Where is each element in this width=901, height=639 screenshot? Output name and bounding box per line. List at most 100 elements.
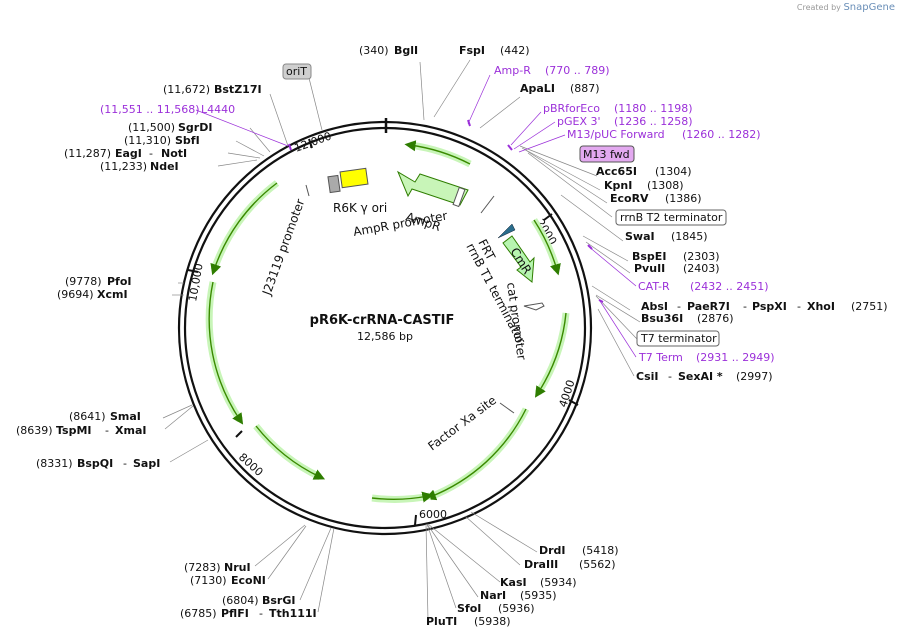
site-acc65i-pos: (1304)	[655, 165, 692, 178]
site-bspei-name: BspEI	[632, 250, 666, 263]
site-nrui-name: NruI	[224, 561, 251, 574]
site-absi-name: AbsI	[641, 300, 668, 313]
t7term-box	[636, 330, 720, 347]
snapgene-logo-text: SnapGene	[843, 2, 895, 13]
site-labels-top: (340) BglI FspI (442) Amp-R (770 .. 789)…	[359, 44, 761, 141]
primer-pbrforeco-range: (1180 .. 1198)	[614, 102, 693, 115]
r6k-ori-feature: R6K γ ori	[327, 167, 387, 215]
primer-ampr-range: (770 .. 789)	[545, 64, 610, 77]
site-pspxi-name: PspXI	[752, 300, 787, 313]
primer-l4440-name: L4440	[201, 103, 235, 116]
site-tth111i-name: Tth111I	[269, 607, 317, 620]
snapgene-branding: Created by SnapGene	[797, 2, 895, 13]
site-xcmi-pos: (9694)	[57, 288, 94, 301]
site-draiii-name: DraIII	[524, 558, 558, 571]
site-kpni-name: KpnI	[604, 179, 632, 192]
j23119-label: J23119 promoter	[259, 197, 307, 298]
site-xhoi-name: XhoI	[807, 300, 835, 313]
primer-marks	[288, 119, 604, 303]
site-sexai-name: SexAI *	[678, 370, 723, 383]
site-fspi-name: FspI	[459, 44, 485, 57]
ruler-label-10000: 10,000	[186, 262, 205, 302]
site-pfoi-name: PfoI	[107, 275, 132, 288]
rrnb-t2-label: rrnB T2 terminator	[620, 211, 723, 224]
site-xcmi-name: XcmI	[97, 288, 128, 301]
site-labels-right: Acc65I (1304) KpnI (1308) EcoRV (1386) S…	[596, 165, 888, 383]
primer-pbrforeco-name: pBRforEco	[543, 102, 600, 115]
site-kpni-pos: (1308)	[647, 179, 684, 192]
site-pflfi-name: PflFI	[221, 607, 249, 620]
site-bsu36i-pos: (2876)	[697, 312, 734, 325]
orit-box	[282, 63, 312, 80]
primer-t7term-name: T7 Term	[638, 351, 683, 364]
svg-text:-: -	[123, 457, 127, 470]
site-drdi-pos: (5418)	[582, 544, 619, 557]
site-sexai-pos: (2997)	[736, 370, 773, 383]
site-tspmi-name: TspMI	[56, 424, 92, 437]
site-bstz17i-pos: (11,672)	[163, 83, 210, 96]
site-fspi-pos: (442)	[500, 44, 530, 57]
site-bspqi-pos: (8331)	[36, 457, 73, 470]
ruler-tick-4000	[568, 399, 579, 406]
site-kasi-name: KasI	[500, 576, 527, 589]
primer-l4440-range: (11,551 .. 11,568)	[100, 103, 200, 116]
ampr-promoter-box	[452, 186, 466, 208]
primer-leader-lines	[195, 74, 637, 358]
site-sbfi-name: SbfI	[175, 134, 200, 147]
svg-text:-: -	[105, 424, 109, 437]
svg-text:-: -	[677, 300, 681, 313]
site-sfoi-pos: (5936)	[498, 602, 535, 615]
primer-catr-range: (2432 .. 2451)	[690, 280, 769, 293]
site-ndei-name: NdeI	[150, 160, 179, 173]
svg-text:-: -	[668, 370, 672, 383]
svg-text:-: -	[743, 300, 747, 313]
site-paer7i-name: PaeR7I	[687, 300, 730, 313]
site-swai-name: SwaI	[625, 230, 655, 243]
site-ndei-pos: (11,233)	[100, 160, 147, 173]
site-bgli-pos: (340)	[359, 44, 389, 57]
ruler-label-12000: 12,000	[293, 129, 334, 154]
site-tspmi-pos: (8639)	[16, 424, 53, 437]
ruler-tick-12000	[308, 138, 313, 149]
ruler-tick-2000	[543, 213, 553, 221]
site-nrui-pos: (7283)	[184, 561, 221, 574]
primer-m13puc-name: M13/pUC Forward	[567, 128, 665, 141]
site-swai-pos: (1845)	[671, 230, 708, 243]
site-pluti-name: PluTI	[426, 615, 457, 628]
site-apali-name: ApaLI	[520, 82, 555, 95]
primer-pgex3-range: (1236 .. 1258)	[614, 115, 693, 128]
j23119-promoter-mark	[305, 184, 310, 197]
site-noti-name: NotI	[161, 147, 187, 160]
site-smai-pos: (8641)	[69, 410, 106, 423]
site-labels-left: (11,672) BstZ17I (11,551 .. 11,568) L444…	[16, 83, 317, 620]
site-sgrdi-name: SgrDI	[178, 121, 212, 134]
site-ecorv-name: EcoRV	[610, 192, 649, 205]
t7term-label: T7 terminator	[640, 332, 717, 345]
site-nari-pos: (5935)	[520, 589, 557, 602]
cmr-arrow: CmR	[502, 235, 535, 283]
site-pfoi-pos: (9778)	[65, 275, 102, 288]
site-sapi-name: SapI	[133, 457, 160, 470]
site-drdi-name: DrdI	[539, 544, 566, 557]
orit-label: oriT	[286, 65, 307, 78]
site-ecorv-pos: (1386)	[665, 192, 702, 205]
branding-prefix: Created by	[796, 3, 841, 12]
m13fwd-box	[579, 145, 635, 163]
leader-lines	[162, 59, 641, 621]
site-eagi-pos: (11,287)	[64, 147, 111, 160]
site-econi-pos: (7130)	[190, 574, 227, 587]
svg-text:-: -	[797, 300, 801, 313]
factor-xa-mark	[499, 402, 515, 414]
site-xmai-name: XmaI	[115, 424, 146, 437]
primer-m13puc-range: (1260 .. 1282)	[682, 128, 761, 141]
site-pluti-pos: (5938)	[474, 615, 511, 628]
site-draiii-pos: (5562)	[579, 558, 616, 571]
r6k-gray-block	[327, 174, 341, 194]
site-bsrgi-name: BsrGI	[262, 594, 295, 607]
primer-t7term-range: (2931 .. 2949)	[696, 351, 775, 364]
r6k-ori-yellow-block	[339, 167, 369, 189]
ruler-tick-8000	[235, 430, 243, 438]
site-nari-name: NarI	[480, 589, 506, 602]
site-bspqi-name: BspQI	[77, 457, 113, 470]
site-pvuii-name: PvuII	[634, 262, 665, 275]
